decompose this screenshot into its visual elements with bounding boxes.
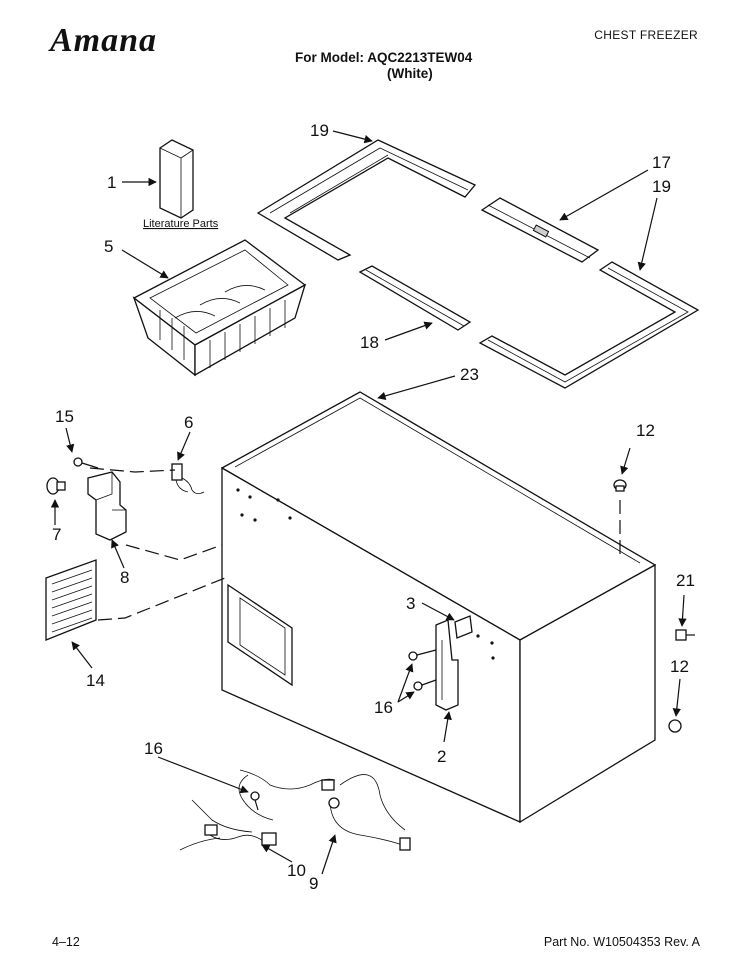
leader-8: [111, 539, 125, 569]
leader-6: [177, 431, 191, 461]
callout-3: 3: [406, 594, 415, 613]
callout-2: 2: [437, 747, 446, 766]
part-number: Part No. W10504353 Rev. A: [543, 935, 700, 949]
callout-12: 12: [670, 657, 689, 676]
callout-15: 15: [55, 407, 74, 426]
lid-liner-frame-right: [478, 261, 700, 389]
assembly-path-3: [97, 577, 226, 621]
drain-plug-lower: [668, 719, 682, 733]
callout-14: 14: [86, 671, 105, 690]
callout-12: 12: [636, 421, 655, 440]
callout-8: 8: [120, 568, 129, 587]
model-line: For Model: AQC2213TEW04: [295, 50, 473, 65]
hinge-plate: [454, 615, 473, 639]
wiring-harness: [179, 769, 411, 851]
callout-5: 5: [104, 237, 113, 256]
leader-18: [384, 321, 433, 341]
leader-10: [261, 844, 293, 863]
callout-23: 23: [460, 365, 479, 384]
leader-3: [421, 602, 455, 621]
leader-19a: [332, 130, 373, 144]
product-category: CHEST FREEZER: [594, 28, 698, 42]
lid-divider-strip: [358, 265, 472, 331]
leader-16b: [397, 691, 415, 703]
callout-6: 6: [184, 413, 193, 432]
storage-basket: [132, 239, 307, 377]
callout-7: 7: [52, 525, 61, 544]
assembly-path-2: [125, 544, 223, 561]
leader-12a: [620, 447, 631, 475]
leader-5: [121, 249, 169, 279]
callout-16: 16: [374, 698, 393, 717]
drain-plug: [613, 479, 627, 492]
brand-logo: Amana: [50, 22, 158, 59]
leader-23: [377, 375, 456, 400]
literature-booklet: [159, 139, 194, 219]
callout-21: 21: [676, 571, 695, 590]
callout-9: 9: [309, 874, 318, 893]
callout-10: 10: [287, 861, 306, 880]
lid-liner-frame-left: [256, 139, 477, 261]
color-line: (White): [387, 66, 433, 81]
leader-9: [321, 834, 337, 875]
control-housing: [87, 471, 127, 541]
page-number: 4–12: [52, 935, 80, 949]
assembly-path-1: [89, 467, 176, 473]
callout-17: 17: [652, 153, 671, 172]
callout-19: 19: [310, 121, 329, 140]
thermostat: [171, 463, 205, 494]
callout-19: 19: [652, 177, 671, 196]
mounting-screw: [73, 457, 99, 469]
leveling-leg: [675, 629, 695, 641]
callout-18: 18: [360, 333, 379, 352]
leader-12b: [672, 678, 681, 717]
literature-parts-label: Literature Parts: [143, 218, 219, 230]
leader-16a: [397, 663, 414, 703]
leader-16c: [157, 756, 249, 794]
lid-center-strip: [480, 197, 600, 263]
vent-grille: [45, 559, 97, 641]
callout-16: 16: [144, 739, 163, 758]
model-heading: For Model: AQC2213TEW04 (White): [295, 50, 472, 82]
control-knob: [46, 477, 66, 495]
leader-17: [559, 169, 649, 221]
hinge-bolts: [408, 649, 437, 691]
callout-1: 1: [107, 173, 116, 192]
leader-21: [678, 594, 687, 627]
leader-2: [443, 711, 452, 743]
lid-hinge: [435, 619, 459, 711]
leader-15: [65, 427, 75, 453]
leader-19b: [637, 197, 658, 271]
leader-14: [71, 641, 93, 669]
